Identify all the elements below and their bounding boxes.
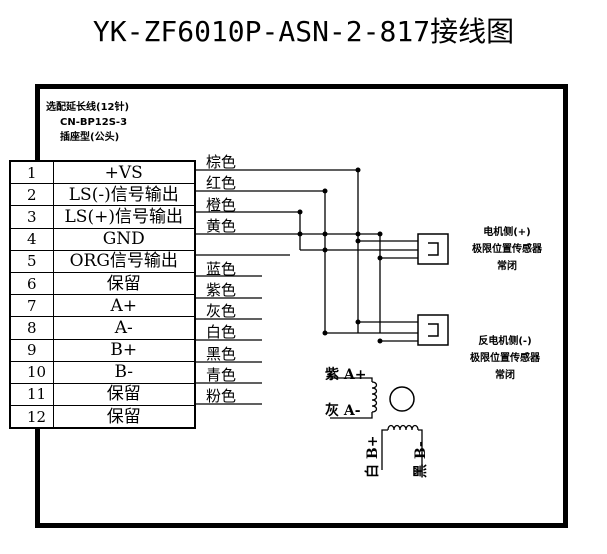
pin-number: 9: [9, 338, 54, 362]
pin-number: 8: [9, 316, 54, 340]
pin-signal: +VS: [52, 160, 196, 185]
sensor-minus-icon: [417, 314, 449, 346]
sensor-plus-line2: 极限位置传感器: [472, 244, 542, 255]
sensor-minus-line1: 反电机侧(-): [478, 336, 532, 347]
motor-label-purple: 紫 A+: [325, 367, 367, 383]
sensor-minus-line2: 极限位置传感器: [470, 353, 540, 364]
pin-signal: LS(-)信号输出: [52, 183, 196, 207]
pin-number: 5: [9, 249, 54, 273]
wire-color-label: 黄色: [206, 216, 237, 235]
pin-signal: ORG信号输出: [52, 249, 196, 273]
pin-signal: LS(+)信号输出: [52, 205, 196, 229]
pin-number: 1: [9, 160, 54, 185]
pin-number: 2: [9, 183, 54, 207]
motor-coil-b-icon: [381, 424, 423, 470]
cable-note-line3: 插座型(公头): [60, 132, 120, 143]
wire-color-label: 蓝色: [206, 259, 237, 278]
wire-color-label: 橙色: [206, 195, 237, 214]
cable-note-line2: CN-BP12S-3: [60, 117, 128, 128]
pin-signal: 保留: [52, 271, 196, 296]
pin-row: 1+VS: [9, 160, 196, 185]
sensor-minus-line3: 常闭: [495, 370, 515, 381]
wire-color-label: 灰色: [206, 302, 237, 321]
cable-note: 选配延长线(12针) CN-BP12S-3 插座型(公头): [46, 100, 129, 145]
wire-color-label: 黑色: [206, 344, 237, 363]
pin-signal: 保留: [52, 382, 196, 407]
wire-color-label: 棕色: [206, 153, 237, 171]
pin-signal: A-: [52, 316, 196, 340]
pin-number: 6: [9, 271, 54, 296]
wire-color-label: 白色: [206, 323, 237, 342]
sensor-plus-icon: [417, 233, 449, 265]
pin-signal: GND: [52, 227, 196, 251]
diagram-title: YK-ZF6010P-ASN-2-817接线图: [92, 15, 515, 48]
motor-shaft-icon: [389, 386, 415, 412]
pin-number: 4: [9, 227, 54, 251]
wire-color-label: 红色: [206, 174, 237, 193]
pin-number: 11: [9, 382, 54, 407]
pin-signal: B-: [52, 360, 196, 384]
sensor-plus-label: 电机侧(+) 极限位置传感器 常闭: [462, 224, 552, 275]
cable-note-line1: 选配延长线(12针): [46, 102, 130, 113]
pin-number: 3: [9, 205, 54, 229]
sensor-plus-line3: 常闭: [497, 261, 517, 272]
pin-signal: B+: [52, 338, 196, 362]
motor-coil-a-icon: [330, 377, 378, 419]
pin-signal: A+: [52, 294, 196, 318]
wire-color-label: 青色: [206, 366, 237, 384]
wire-color-label: 紫色: [206, 280, 237, 299]
pin-number: 10: [9, 360, 54, 384]
sensor-minus-label: 反电机侧(-) 极限位置传感器 常闭: [455, 333, 555, 384]
pin-number: 7: [9, 294, 54, 318]
motor-label-white: 白 B+: [365, 435, 381, 478]
motor-label-black: 黑 B-: [413, 441, 429, 478]
wire-color-label: 粉色: [206, 387, 237, 406]
sensor-plus-line1: 电机侧(+): [483, 227, 531, 238]
pin-number: 12: [9, 405, 54, 429]
motor-label-gray: 灰 A-: [325, 403, 361, 419]
pin-signal: 保留: [52, 405, 196, 429]
